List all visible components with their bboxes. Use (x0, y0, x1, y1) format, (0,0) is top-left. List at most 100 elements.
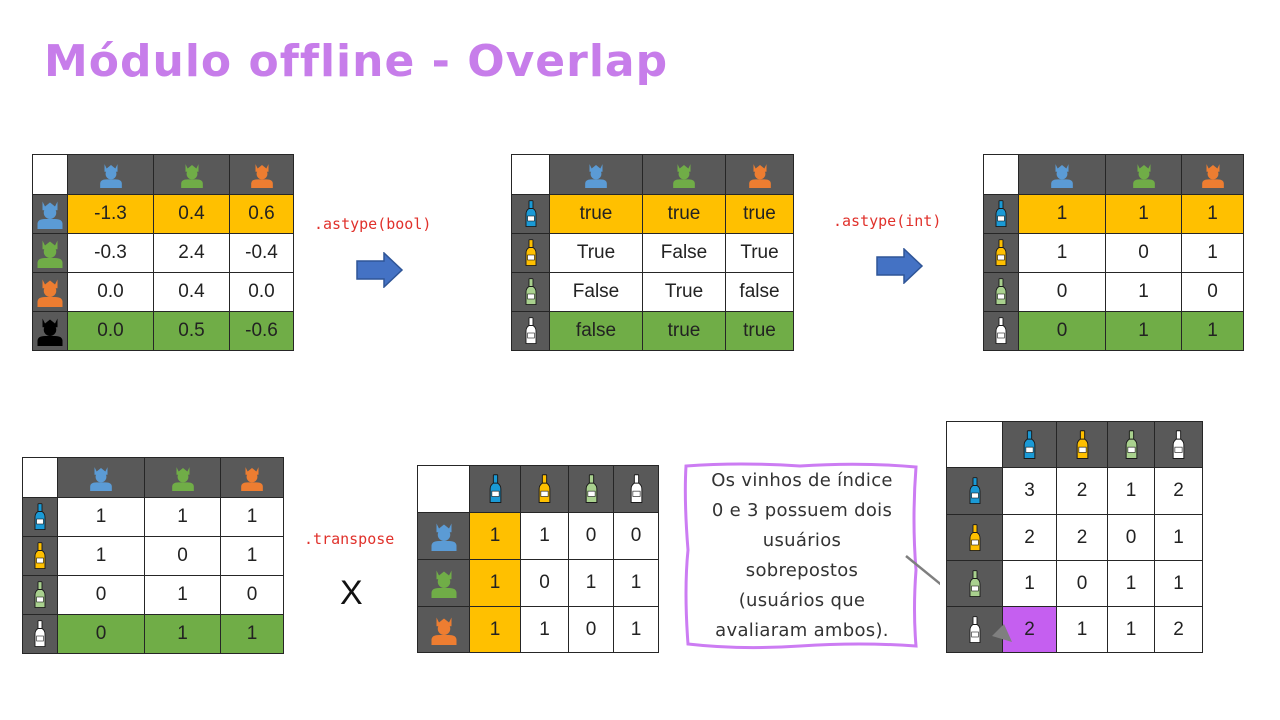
table-cell: 0.5 (153, 311, 230, 351)
header-row (946, 421, 1203, 468)
table-cell: -0.6 (229, 311, 294, 351)
row-header (417, 606, 470, 653)
note-line: avaliaram ambos). (715, 620, 889, 641)
table-cell: 1 (1181, 233, 1244, 273)
row-header (22, 614, 58, 654)
undefined (35, 316, 65, 346)
column-header (1154, 421, 1203, 468)
row-header (32, 272, 68, 312)
table-cell: 0 (1018, 311, 1106, 351)
table-cell: 1 (568, 559, 614, 607)
column-header (613, 465, 659, 513)
wine-bottle-yellow-icon (525, 239, 537, 267)
arrow-right-icon (876, 248, 924, 284)
table-cell: 0 (613, 512, 659, 560)
row-header (32, 194, 68, 234)
header-row (417, 465, 659, 513)
table-cell: 2.4 (153, 233, 230, 273)
corner-cell (983, 154, 1019, 195)
table-cell: 2 (1154, 606, 1203, 653)
row-header (946, 514, 1003, 561)
wine-bottle-green-icon (34, 581, 46, 609)
table-cell: 2 (1002, 606, 1057, 653)
table-cell: 1 (1018, 233, 1106, 273)
table-cell: 0 (1181, 272, 1244, 312)
row-header (511, 311, 550, 351)
table-cell: 1 (57, 536, 145, 576)
wine-bottle-white-icon (995, 317, 1007, 345)
table-cell: true (549, 194, 643, 234)
table-cell: 0 (220, 575, 284, 615)
column-header (725, 154, 794, 195)
wine-bottle-yellow-icon (34, 542, 46, 570)
pointer-arrowhead-icon (992, 624, 1012, 642)
row-header (946, 467, 1003, 515)
table-cell: 1 (144, 497, 221, 537)
table-cell: 1 (1181, 311, 1244, 351)
note-line: 0 e 3 possuem dois (711, 500, 893, 521)
column-header (1018, 154, 1106, 195)
row-header (32, 233, 68, 273)
table-cell: 0 (520, 559, 569, 607)
wine-bottle-blue-icon (1023, 430, 1036, 460)
column-header (1105, 154, 1182, 195)
table-cell: 1 (613, 606, 659, 653)
wine-bottle-yellow-icon (538, 474, 551, 504)
page-title: Módulo offline - Overlap (44, 36, 669, 87)
column-header (144, 457, 221, 498)
user-blue-icon (98, 162, 124, 188)
row-header (946, 560, 1003, 607)
transpose-label: .transpose (304, 530, 395, 548)
table-cell: 1 (144, 575, 221, 615)
table-cell: 1 (1105, 194, 1182, 234)
table-cell: 2 (1154, 467, 1203, 515)
column-header (57, 457, 145, 498)
table-cell: 1 (1018, 194, 1106, 234)
column-header (1107, 421, 1155, 468)
wine-bottle-blue-icon (995, 200, 1007, 228)
overlap-note-callout: Os vinhos de índice 0 e 3 possuem dois u… (683, 462, 1012, 650)
user-blue-icon (35, 199, 65, 229)
wine-bottle-blue-icon (969, 477, 981, 505)
column-header (220, 457, 284, 498)
wine-bottle-green-icon (525, 278, 537, 306)
table-cell: true (642, 194, 726, 234)
table-cell: 0 (57, 614, 145, 654)
table-cell: 0 (57, 575, 145, 615)
user-blue-icon (583, 162, 609, 188)
table-cell: true (642, 311, 726, 351)
row-header (22, 497, 58, 537)
row-header (983, 272, 1019, 312)
row-header (946, 606, 1003, 653)
header-row (511, 154, 794, 195)
column-header (1056, 421, 1108, 468)
table-cell: 0 (568, 512, 614, 560)
multiply-sign: X (340, 574, 363, 612)
table-cell: 2 (1002, 514, 1057, 561)
wine-bottle-green-icon (1125, 430, 1138, 460)
table-cell: 1 (469, 512, 521, 560)
table-cell: 0.4 (153, 272, 230, 312)
table-cell: 1 (144, 614, 221, 654)
row-header (511, 272, 550, 312)
user-orange-icon (249, 162, 275, 188)
astype-bool-label: .astype(bool) (314, 215, 432, 233)
wine-bottle-yellow-icon (1076, 430, 1089, 460)
column-header (549, 154, 643, 195)
